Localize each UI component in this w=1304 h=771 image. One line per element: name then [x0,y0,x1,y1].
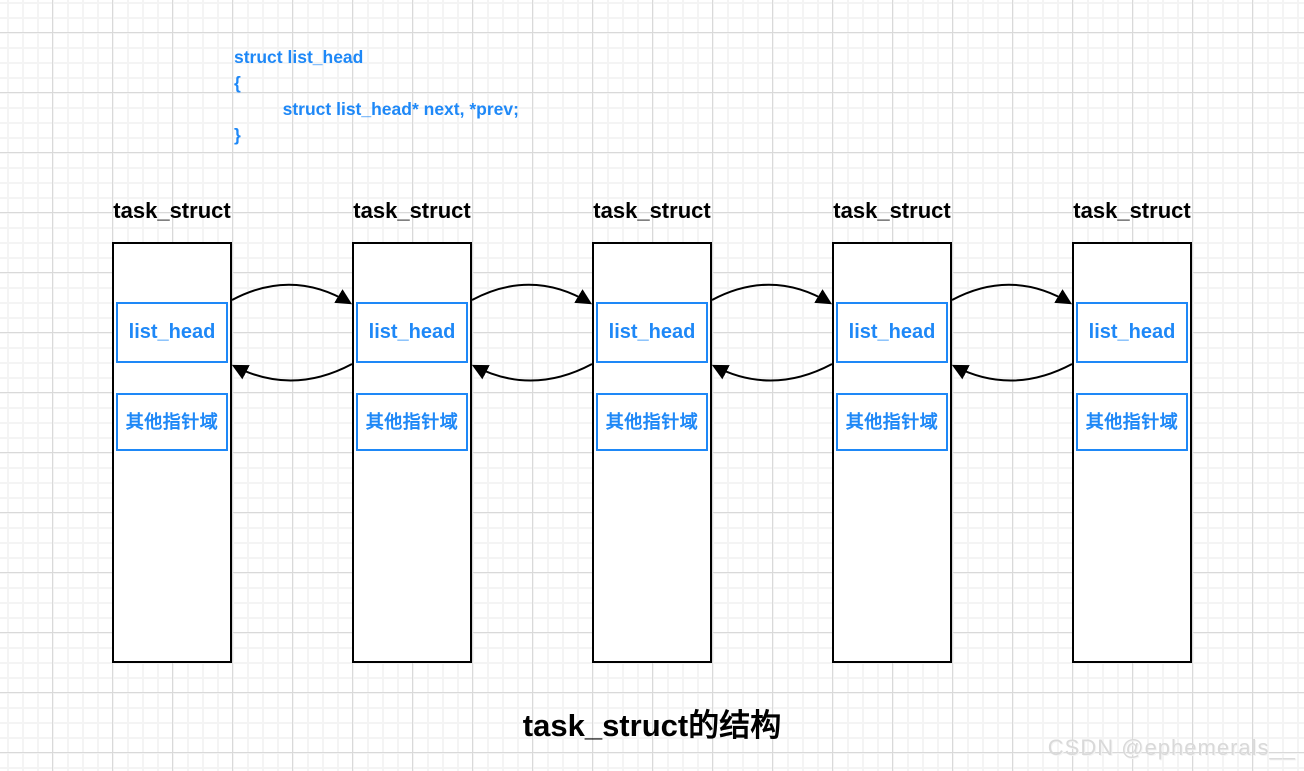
list-head-field: list_head [836,302,948,363]
task-struct-box: list_head 其他指针域 [592,242,712,663]
other-pointers-field: 其他指针域 [836,393,948,451]
node-title: task_struct [833,198,951,223]
task-struct-box: list_head 其他指针域 [352,242,472,663]
prev-pointer-arrow [711,363,833,382]
other-pointers-field: 其他指针域 [1076,393,1188,451]
node-title: task_struct [1073,198,1191,223]
list-head-field: list_head [596,302,708,363]
node-title: task_struct [353,198,471,223]
node-title: task_struct [113,198,231,223]
code-line: } [234,125,241,145]
prev-pointer-arrow [231,363,353,382]
diagram-caption: task_struct的结构 [522,708,782,743]
task-struct-box: list_head 其他指针域 [112,242,232,663]
task-struct-box: list_head 其他指针域 [832,242,952,663]
task-struct-node: task_struct list_head 其他指针域 [592,198,712,663]
code-line: struct list_head* next, *prev; [234,99,519,119]
task-struct-node: task_struct list_head 其他指针域 [832,198,952,663]
code-line: struct list_head [234,47,364,67]
prev-pointer-arrow [471,363,593,382]
list-head-field: list_head [1076,302,1188,363]
next-pointer-arrow [231,283,353,305]
other-pointers-field: 其他指针域 [116,393,228,451]
list-head-field: list_head [356,302,468,363]
code-snippet: struct list_head { struct list_head* next… [234,44,519,148]
task-struct-node: task_struct list_head 其他指针域 [1072,198,1192,663]
other-pointers-field: 其他指针域 [596,393,708,451]
csdn-watermark: CSDN @ephemerals__ [1047,735,1296,760]
task-struct-node: task_struct list_head 其他指针域 [112,198,232,663]
next-pointer-arrow [711,283,833,305]
other-pointers-field: 其他指针域 [356,393,468,451]
task-struct-node: task_struct list_head 其他指针域 [352,198,472,663]
next-pointer-arrow [951,283,1073,305]
task-struct-box: list_head 其他指针域 [1072,242,1192,663]
code-line: { [234,73,241,93]
prev-pointer-arrow [951,363,1073,382]
node-title: task_struct [593,198,711,223]
next-pointer-arrow [471,283,593,305]
list-head-field: list_head [116,302,228,363]
